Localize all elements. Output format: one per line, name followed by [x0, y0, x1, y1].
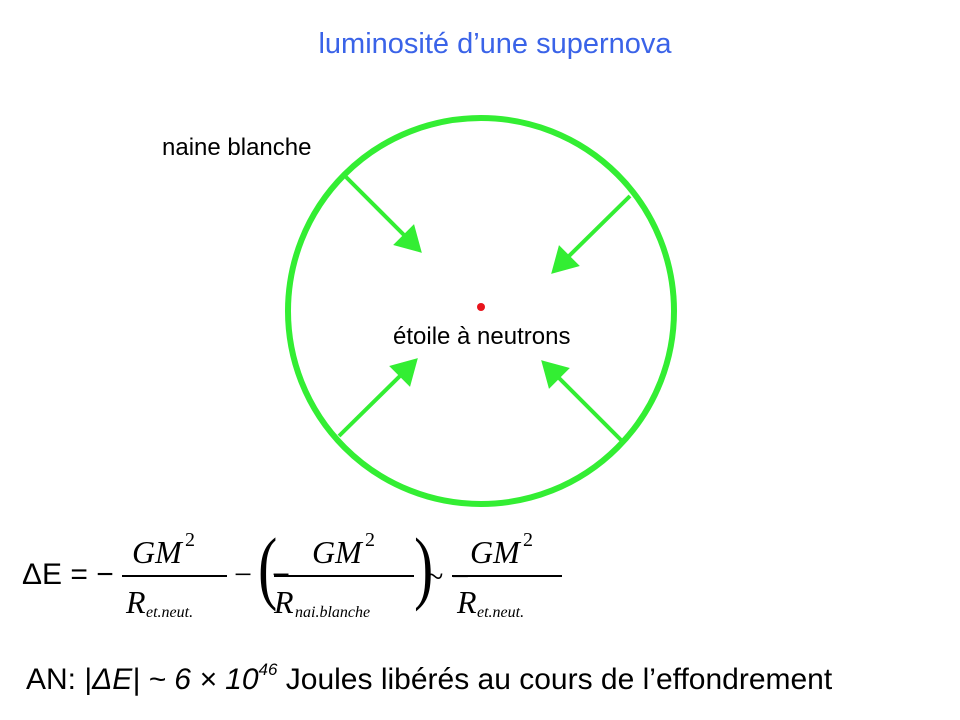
formula-exp-3: 2: [523, 529, 533, 551]
arrow-top-right: [565, 194, 632, 260]
white-dwarf-label: naine blanche: [162, 134, 312, 161]
fraction-bar-2: [274, 575, 414, 577]
an-exponent: 46: [258, 660, 278, 679]
formula-minus-inner: −: [272, 556, 291, 592]
white-dwarf-shell: [285, 115, 677, 507]
infall-arrows: [337, 174, 632, 442]
page-title: luminosité d’une supernova: [318, 28, 672, 60]
formula-r-1: R: [126, 584, 146, 620]
energy-formula: ΔE = − GM 2 R et.neut. − ( − GM 2 R nai.…: [22, 520, 922, 640]
an-prefix: AN: |: [26, 663, 93, 696]
arrowhead-top-right: [551, 245, 580, 274]
neutron-star-dot: [477, 303, 485, 311]
arrow-bottom-right: [555, 374, 623, 442]
formula-num-1: GM: [132, 534, 182, 570]
formula-exp-1: 2: [185, 529, 195, 551]
an-suffix: Joules libérés au cours de l’effondremen…: [277, 663, 833, 696]
formula-r-3: R: [457, 584, 477, 620]
formula-paren-open: (: [258, 521, 278, 612]
formula-exp-2: 2: [365, 529, 375, 551]
arrow-bottom-left: [337, 372, 404, 438]
numerical-application: AN: |ΔE| ~ 6 × 1046 Joules libérés au co…: [26, 660, 832, 698]
formula-num-2: GM: [312, 534, 362, 570]
formula-lhs: ΔE = −: [22, 558, 114, 591]
formula-sub-1: et.neut.: [146, 604, 194, 621]
formula-r-2: R: [274, 584, 294, 620]
neutron-star-label: étoile à neutrons: [393, 323, 571, 350]
arrowhead-bottom-left: [389, 358, 418, 387]
formula-sub-3: et.neut.: [477, 604, 525, 621]
an-approx: | ~ 6 × 10: [132, 663, 259, 696]
an-delta-e: ΔE: [92, 663, 133, 696]
formula-paren-close: ): [414, 521, 434, 612]
arrowhead-top-left: [393, 224, 422, 253]
formula-num-3: GM: [470, 534, 520, 570]
fraction-bar-3: [452, 575, 562, 577]
fraction-bar-1: [122, 575, 227, 577]
formula-sub-2: nai.blanche: [295, 604, 371, 621]
formula-minus: −: [234, 556, 253, 592]
arrow-top-left: [343, 174, 408, 239]
arrowhead-bottom-right: [541, 360, 570, 389]
